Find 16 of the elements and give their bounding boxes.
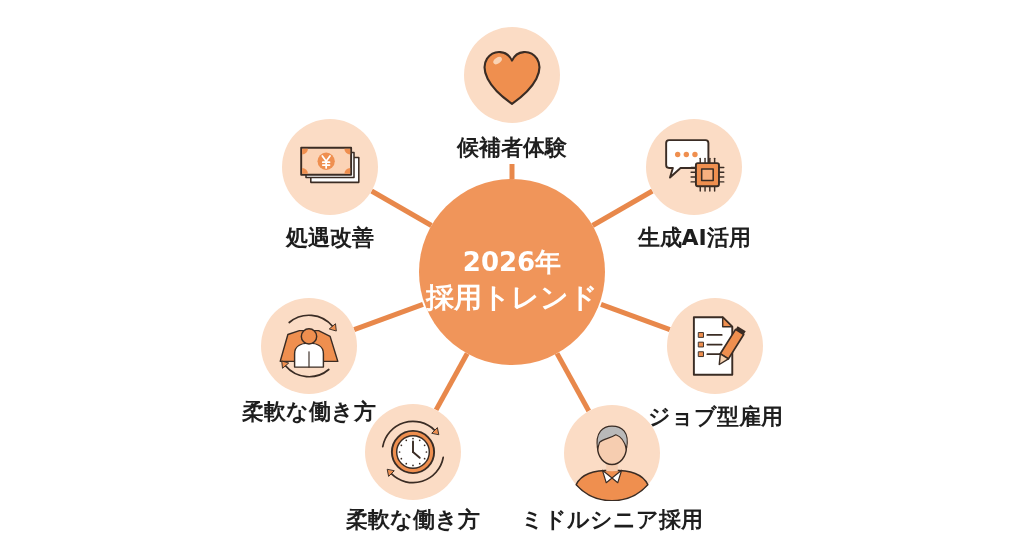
connector-line	[600, 302, 671, 332]
topic-label: 候補者体験	[457, 135, 567, 161]
connector-line	[353, 302, 424, 332]
topic-label: 柔軟な働き方	[346, 507, 480, 533]
topic-label: ミドルシニア採用	[521, 507, 703, 533]
topic-label: 柔軟な働き方	[242, 399, 376, 425]
topic-label: 生成AI活用	[637, 225, 751, 251]
connector-line	[554, 352, 591, 413]
hub-title: 2026年	[462, 246, 562, 279]
connector-line	[370, 188, 433, 228]
connector-line	[591, 188, 654, 228]
topic-label: 処遇改善	[286, 225, 374, 251]
topic-label: ジョブ型雇用	[647, 404, 783, 430]
hub-title: 採用トレンド	[426, 280, 598, 316]
connector-line	[433, 352, 470, 412]
connector-line	[509, 164, 515, 179]
